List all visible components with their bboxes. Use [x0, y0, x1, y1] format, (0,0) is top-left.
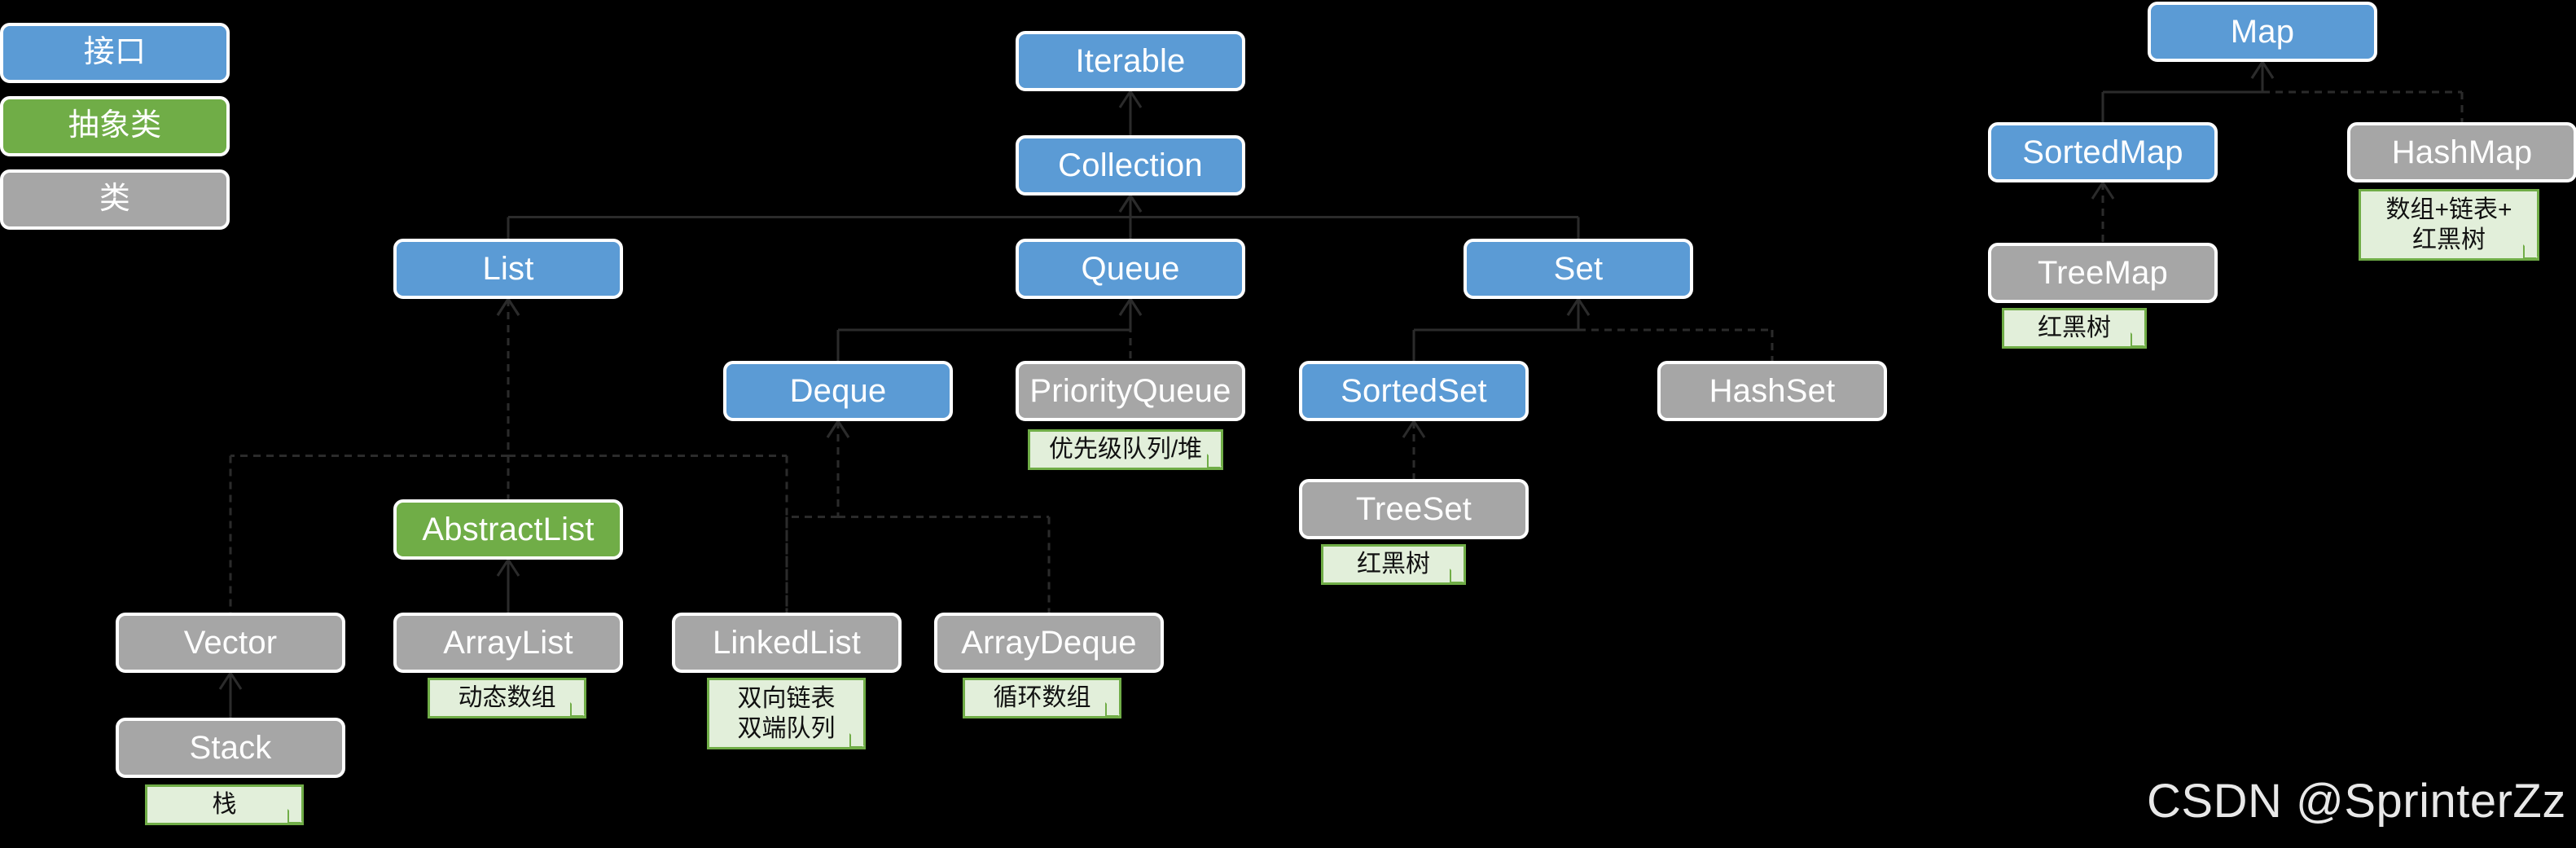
edge-queue-to-priorityqueue	[1118, 297, 1143, 361]
node-sortedset[interactable]: SortedSet	[1299, 361, 1529, 421]
node-label: SortedMap	[2022, 134, 2183, 170]
node-label: AbstractList	[422, 512, 595, 547]
node-sortedmap[interactable]: SortedMap	[1988, 122, 2218, 182]
note-text: 循环数组	[993, 684, 1091, 712]
note-text: 红黑树	[1357, 551, 1430, 578]
edge-set-to-sortedset	[1412, 297, 1591, 361]
edge-vector-to-stack	[218, 670, 243, 718]
note-arraylist: 动态数组	[428, 678, 586, 718]
legend-item-label: 类	[99, 182, 131, 217]
node-map[interactable]: Map	[2148, 2, 2377, 62]
node-linkedlist[interactable]: LinkedList	[672, 613, 902, 673]
note-text: 优先级队列/堆	[1048, 436, 1203, 464]
legend-item-abs: 抽象类	[0, 96, 230, 156]
node-label: Iterable	[1075, 43, 1186, 79]
node-queue[interactable]: Queue	[1016, 239, 1245, 299]
node-label: HashSet	[1709, 373, 1836, 409]
note-text: 栈	[212, 791, 237, 819]
node-set[interactable]: Set	[1464, 239, 1693, 299]
legend-item-label: 抽象类	[68, 108, 162, 143]
note-text: 数组+链表+ 红黑树	[2385, 196, 2512, 254]
node-hashmap[interactable]: HashMap	[2347, 122, 2576, 182]
edge-deque-to-arraydeque	[826, 419, 1051, 613]
legend-item-label: 接口	[83, 35, 147, 70]
edge-map-to-hashmap	[2250, 59, 2464, 122]
edge-sortedmap-to-treemap	[2091, 180, 2115, 243]
node-treemap[interactable]: TreeMap	[1988, 243, 2218, 303]
node-label: HashMap	[2391, 134, 2533, 170]
node-label: Map	[2230, 14, 2295, 50]
note-priorityqueue: 优先级队列/堆	[1028, 429, 1223, 470]
node-label: TreeSet	[1355, 491, 1472, 527]
node-label: SortedSet	[1341, 373, 1487, 409]
node-label: Deque	[789, 373, 887, 409]
edge-map-to-sortedmap	[2101, 59, 2275, 122]
node-label: Collection	[1058, 147, 1203, 183]
note-hashmap: 数组+链表+ 红黑树	[2359, 189, 2539, 261]
node-label: Vector	[183, 625, 278, 661]
edge-collection-to-list	[507, 193, 1143, 239]
edge-list-to-linkedlist	[496, 297, 788, 613]
csdn-watermark: CSDN @SprinterZz	[2147, 775, 2566, 828]
node-iterable[interactable]: Iterable	[1016, 31, 1245, 91]
node-label: ArrayDeque	[961, 625, 1137, 661]
note-stack: 栈	[145, 784, 304, 825]
node-deque[interactable]: Deque	[723, 361, 953, 421]
node-hashset[interactable]: HashSet	[1657, 361, 1887, 421]
node-priorityqueue[interactable]: PriorityQueue	[1016, 361, 1245, 421]
note-text: 双向链表 双端队列	[737, 684, 836, 743]
node-label: TreeMap	[2038, 255, 2168, 291]
node-label: Set	[1553, 251, 1604, 287]
edge-iterable-to-collection	[1118, 89, 1143, 135]
edge-list-to-vector	[229, 297, 520, 613]
node-abstractlist[interactable]: AbstractList	[393, 499, 623, 560]
node-collection[interactable]: Collection	[1016, 135, 1245, 196]
edge-set-to-hashset	[1566, 297, 1774, 361]
edge-sortedset-to-treeset	[1402, 419, 1426, 479]
edge-deque-to-linkedlist	[785, 419, 850, 613]
node-label: Stack	[189, 730, 272, 766]
node-label: Queue	[1081, 251, 1180, 287]
node-list[interactable]: List	[393, 239, 623, 299]
node-arraydeque[interactable]: ArrayDeque	[934, 613, 1164, 673]
edge-abstractlist-to-arraylist	[496, 557, 520, 613]
edge-queue-to-deque	[836, 297, 1143, 361]
node-arraylist[interactable]: ArrayList	[393, 613, 623, 673]
legend-item-cls: 类	[0, 169, 230, 230]
node-treeset[interactable]: TreeSet	[1299, 479, 1529, 539]
note-treeset: 红黑树	[1321, 544, 1466, 585]
note-text: 红黑树	[2038, 314, 2111, 342]
edge-collection-to-queue	[1118, 193, 1143, 239]
note-text: 动态数组	[458, 684, 556, 712]
note-linkedlist: 双向链表 双端队列	[707, 678, 866, 749]
edge-list-to-abstractlist	[496, 297, 520, 499]
node-vector[interactable]: Vector	[116, 613, 345, 673]
node-label: List	[482, 251, 534, 287]
note-treemap: 红黑树	[2002, 308, 2147, 349]
note-arraydeque: 循环数组	[963, 678, 1121, 718]
edge-collection-to-set	[1118, 193, 1580, 239]
legend-item-iface: 接口	[0, 23, 230, 83]
node-stack[interactable]: Stack	[116, 718, 345, 778]
node-label: ArrayList	[443, 625, 573, 661]
node-label: PriorityQueue	[1029, 373, 1231, 409]
node-label: LinkedList	[712, 625, 862, 661]
